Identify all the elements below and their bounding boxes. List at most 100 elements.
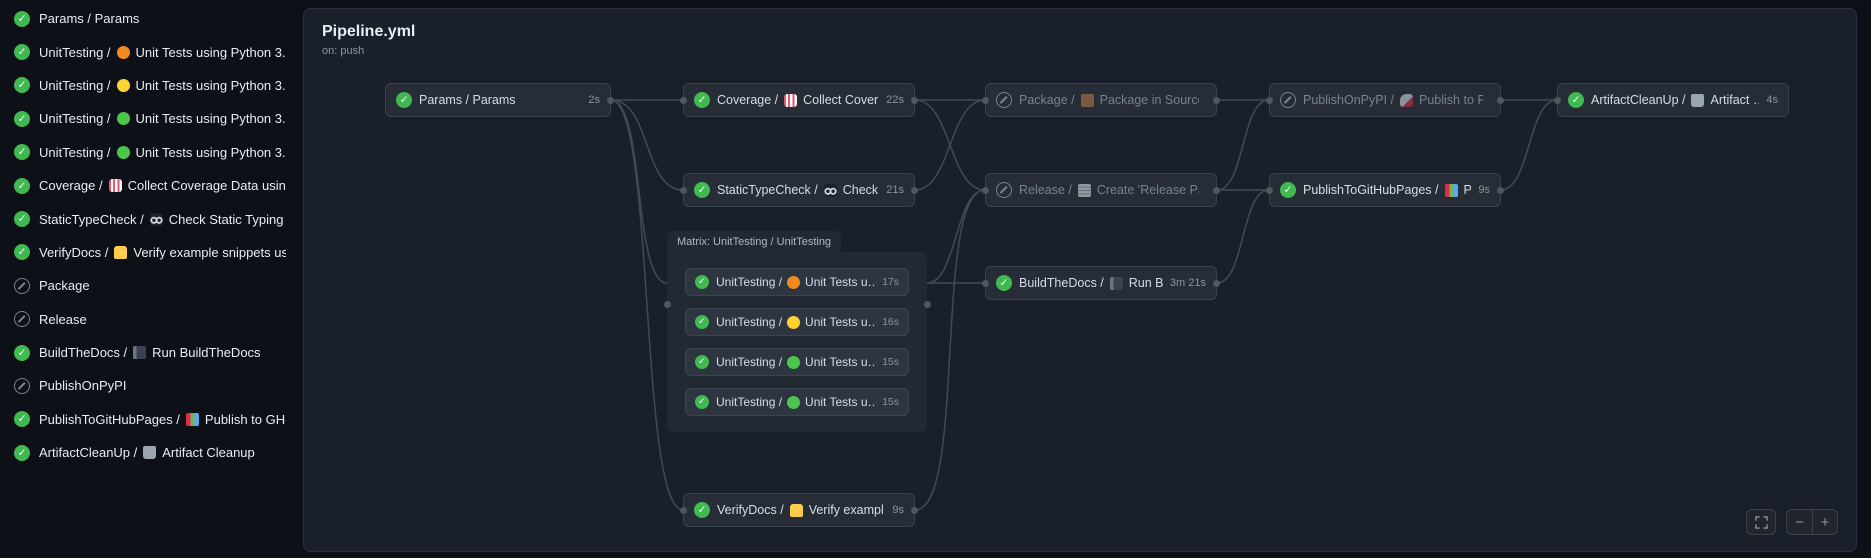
node-duration: 15s [882, 396, 899, 408]
edge-params-verifydocs [610, 99, 684, 511]
notebook-icon [1109, 276, 1123, 290]
sidebar-item-publishonpypi[interactable]: PublishOnPyPI [0, 369, 300, 402]
node-duration: 16s [882, 316, 899, 328]
node-duration: 9s [1478, 184, 1490, 196]
success-icon [14, 110, 30, 127]
connection-dot [1213, 96, 1220, 104]
node-unittesting-py37[interactable]: UnitTesting /Unit Tests u… 17s [685, 268, 909, 296]
thumbs-up-icon [789, 503, 803, 517]
sidebar-item-unittesting-py310[interactable]: UnitTesting /Unit Tests using Python 3.1… [0, 136, 300, 169]
connection-dot [982, 96, 989, 104]
connection-dot [680, 96, 687, 104]
node-verifydocs[interactable]: VerifyDocs /Verify exampl… 9s [680, 493, 918, 527]
node-buildthedocs[interactable]: BuildTheDocs /Run B… 3m 21s [982, 266, 1220, 300]
success-icon [14, 244, 30, 261]
success-icon [996, 275, 1012, 291]
connection-dot [982, 186, 989, 194]
node-release[interactable]: Release /Create 'Release Pa… [982, 173, 1220, 207]
sidebar-item-unittesting-py38[interactable]: UnitTesting /Unit Tests using Python 3.8 [0, 69, 300, 102]
node-publishtogithubpages[interactable]: PublishToGitHubPages /P… 9s [1266, 173, 1504, 207]
matrix-group-body: UnitTesting /Unit Tests u… 17s UnitTesti… [663, 252, 931, 432]
rocket-icon [1400, 93, 1414, 107]
node-duration: 21s [886, 184, 904, 196]
bar-chart-icon [108, 179, 122, 193]
success-icon [14, 177, 30, 194]
connection-dot [607, 96, 614, 104]
orange-circle-icon [787, 275, 801, 289]
sidebar-item-buildthedocs[interactable]: BuildTheDocs /Run BuildTheDocs [0, 336, 300, 369]
node-duration: 4s [1766, 94, 1778, 106]
success-icon [1280, 182, 1296, 198]
yellow-circle-icon [787, 315, 801, 329]
zoom-out-button[interactable]: − [1786, 509, 1812, 535]
sidebar-item-statictypecheck[interactable]: StaticTypeCheck /Check Static Typing usi… [0, 202, 300, 235]
connection-dot [1554, 96, 1561, 104]
success-icon [695, 395, 709, 409]
sidebar-item-params[interactable]: Params / Params [0, 2, 300, 35]
success-icon [694, 92, 710, 108]
sidebar-item-verifydocs[interactable]: VerifyDocs /Verify example snippets usin… [0, 236, 300, 269]
sidebar-item-package[interactable]: Package [0, 269, 300, 302]
node-package[interactable]: Package /Package in Source… [982, 83, 1220, 117]
green-circle-icon [787, 355, 801, 369]
node-artifactcleanup[interactable]: ArtifactCleanUp /Artifact … 4s [1554, 83, 1789, 117]
glasses-icon [149, 212, 163, 226]
connection-dot [911, 186, 918, 194]
bar-chart-icon [784, 93, 798, 107]
fullscreen-icon [1754, 515, 1768, 529]
success-icon [14, 344, 30, 361]
connection-dot [911, 96, 918, 104]
connection-dot [982, 279, 989, 287]
node-publishonpypi[interactable]: PublishOnPyPI /Publish to P… [1266, 83, 1504, 117]
node-duration: 22s [886, 94, 904, 106]
success-icon [694, 502, 710, 518]
edge-release-publishonpypi [1216, 99, 1270, 191]
notebook-icon [133, 346, 147, 360]
success-icon [14, 10, 30, 27]
glasses-icon [823, 183, 837, 197]
connection-dot [1213, 279, 1220, 287]
workflow-canvas[interactable]: Pipeline.yml on: push Params / Params 2s… [303, 8, 1857, 552]
sidebar-item-publishtogithubpages[interactable]: PublishToGitHubPages /Publish to GH-P… [0, 403, 300, 436]
books-icon [1444, 183, 1458, 197]
success-icon [14, 411, 30, 428]
edge-verifydocs-release [914, 189, 986, 511]
success-icon [396, 92, 412, 108]
sidebar-item-unittesting-py39[interactable]: UnitTesting /Unit Tests using Python 3.9 [0, 102, 300, 135]
green-circle-icon [116, 112, 130, 126]
node-duration: 9s [892, 504, 904, 516]
green-circle-icon [787, 395, 801, 409]
edge-publishtogithubpages-artifactcleanup [1500, 99, 1558, 191]
edge-params-statictypecheck [610, 99, 684, 191]
node-unittesting-py39[interactable]: UnitTesting /Unit Tests u… 15s [685, 348, 909, 376]
sidebar-item-unittesting-py37[interactable]: UnitTesting /Unit Tests using Python 3.7 [0, 35, 300, 68]
node-statictypecheck[interactable]: StaticTypeCheck /Check … 21s [680, 173, 918, 207]
fullscreen-button[interactable] [1746, 509, 1776, 535]
node-coverage[interactable]: Coverage /Collect Cover… 22s [680, 83, 918, 117]
sidebar-item-artifactcleanup[interactable]: ArtifactCleanUp /Artifact Cleanup [0, 436, 300, 469]
connection-dot [911, 506, 918, 514]
zoom-in-button[interactable]: + [1812, 509, 1838, 535]
connection-dot [1266, 96, 1273, 104]
thumbs-up-icon [114, 245, 128, 259]
edge-params-unittesting [610, 99, 668, 284]
sidebar-item-label: Params / Params [39, 11, 140, 27]
sidebar-item-release[interactable]: Release [0, 303, 300, 336]
success-icon [14, 144, 30, 161]
node-duration: 17s [882, 276, 899, 288]
success-icon [695, 275, 709, 289]
success-icon [14, 44, 30, 61]
node-duration: 3m 21s [1169, 277, 1206, 289]
job-list-sidebar: Params / Params UnitTesting /Unit Tests … [0, 0, 300, 558]
sidebar-item-coverage[interactable]: Coverage /Collect Coverage Data using … [0, 169, 300, 202]
green-circle-icon [116, 145, 130, 159]
skipped-icon [996, 182, 1012, 198]
workflow-header: Pipeline.yml on: push [322, 23, 415, 57]
node-params[interactable]: Params / Params 2s [385, 83, 614, 117]
success-icon [14, 211, 30, 228]
connection-dot [1213, 186, 1220, 194]
success-icon [695, 315, 709, 329]
success-icon [695, 355, 709, 369]
node-unittesting-py310[interactable]: UnitTesting /Unit Tests u… 15s [685, 388, 909, 416]
node-unittesting-py38[interactable]: UnitTesting /Unit Tests u… 16s [685, 308, 909, 336]
